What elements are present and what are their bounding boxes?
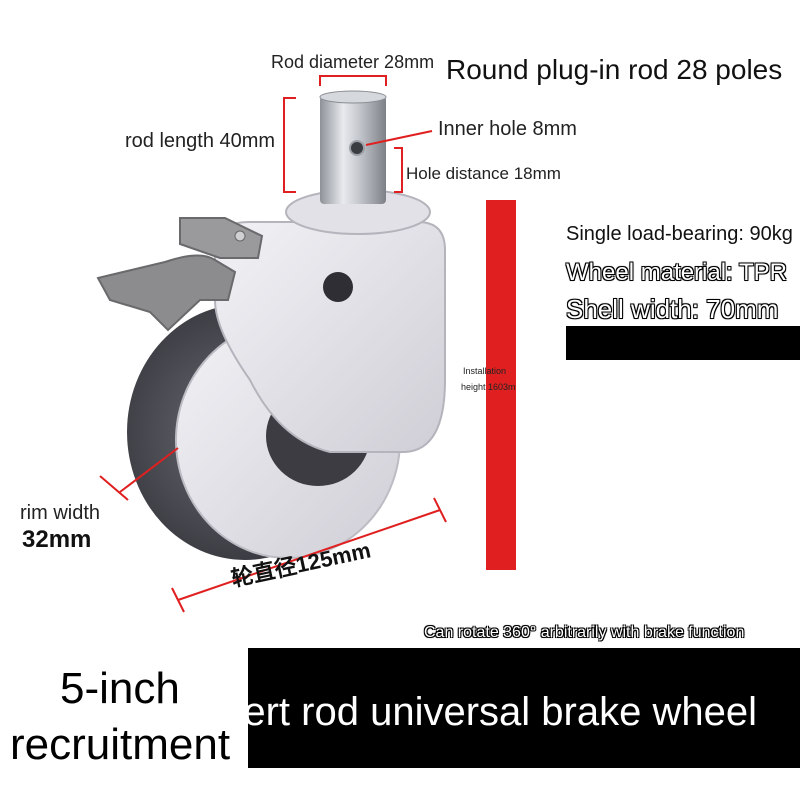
installation-height-bar	[486, 200, 516, 570]
spec-background-bar	[566, 326, 800, 360]
size-caption-line1: 5-inch	[60, 664, 180, 713]
installation-height-label-line1: Installation	[463, 366, 507, 376]
hole-distance-label: Hole distance 18mm	[406, 164, 561, 183]
rod-hole	[349, 140, 365, 156]
bottom-banner	[248, 648, 800, 768]
rotate-caption: Can rotate 360° arbitrarily with brake f…	[424, 624, 745, 641]
title-top: Round plug-in rod 28 poles	[446, 54, 783, 85]
brake-pedal	[96, 254, 237, 332]
spec-wheel-material: Wheel material: TPR	[566, 259, 787, 286]
spec-load-bearing: Single load-bearing: 90kg	[566, 223, 793, 245]
rim-width-label: rim width	[20, 502, 101, 524]
installation-height-label-line2: height 1603m	[461, 382, 516, 392]
shell-dot	[323, 272, 353, 302]
inner-hole-label: Inner hole 8mm	[438, 118, 577, 140]
rim-width-value: 32mm	[22, 526, 92, 553]
size-caption-line2: recruitment	[10, 720, 231, 769]
spec-shell-width: Shell width: 70mm	[566, 294, 779, 324]
rod-diameter-label: Rod diameter 28mm	[271, 52, 435, 72]
rod-length-label: rod length 40mm	[125, 130, 276, 152]
product-name: Insert rod universal brake wheel	[190, 690, 757, 734]
